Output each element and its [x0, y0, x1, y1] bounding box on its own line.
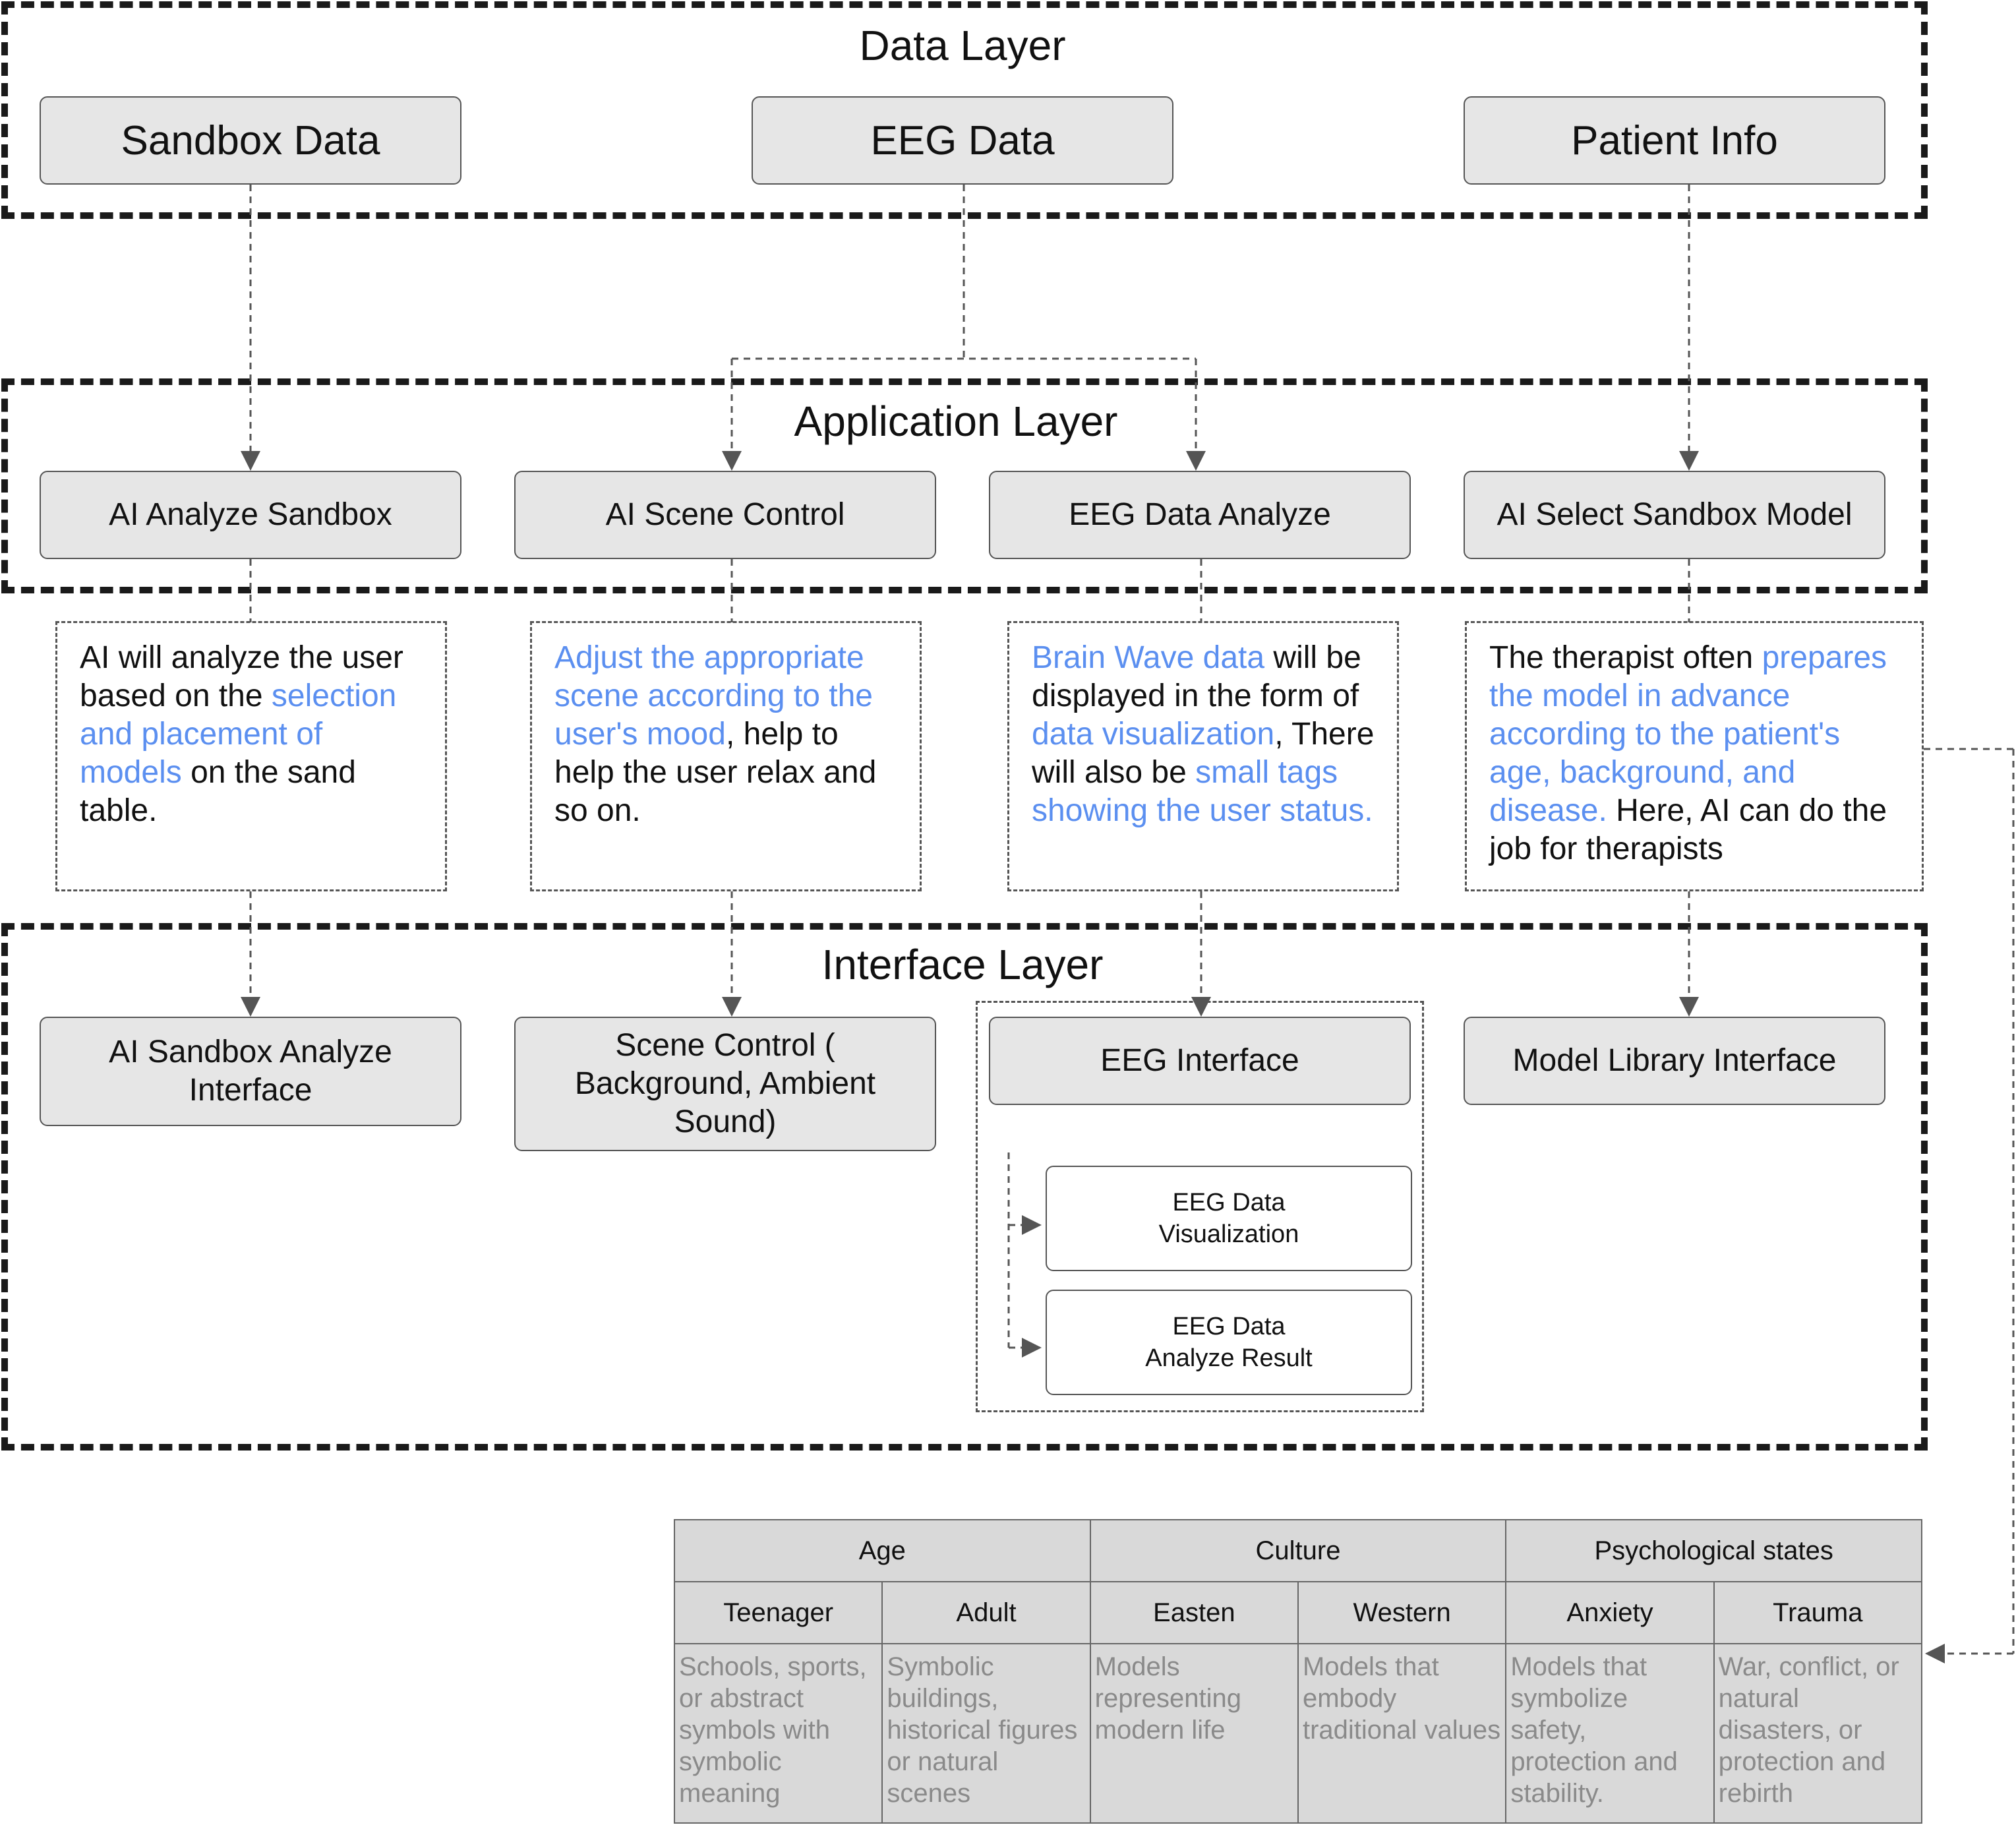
patient-info-box: Patient Info [1464, 96, 1885, 185]
application-layer-frame [1, 378, 1928, 593]
eeg-result-box: EEG Data Analyze Result [1046, 1290, 1412, 1395]
model-note-text-1: The therapist often [1489, 640, 1762, 675]
table-cell: Models that symbolize safety, protection… [1505, 1643, 1715, 1824]
group-culture: Culture [1089, 1519, 1507, 1582]
sandbox-interface-label: AI Sandbox Analyze Interface [109, 1034, 392, 1108]
analyze-note-text: AI will analyze the user based on the [80, 640, 403, 713]
sandbox-interface-box: AI Sandbox Analyze Interface [40, 1017, 461, 1126]
model-library-label: Model Library Interface [1512, 1043, 1837, 1078]
eeg-visualization-box: EEG Data Visualization [1046, 1166, 1412, 1271]
model-note-highlight: prepares the model in advance according … [1489, 640, 1887, 828]
column-header: Trauma [1713, 1581, 1923, 1644]
table-cell: Models that embody traditional values [1297, 1643, 1507, 1824]
scene-control-interface-box: Scene Control ( Background, Ambient Soun… [514, 1017, 936, 1151]
model-note: The therapist often prepares the model i… [1465, 621, 1924, 891]
column-header: Easten [1089, 1581, 1299, 1644]
table-cell: Schools, sports, or abstract symbols wit… [673, 1643, 883, 1824]
table-cell: War, conflict, or natural disasters, or … [1713, 1643, 1923, 1824]
analyze-note-text-end: on the sand table. [80, 755, 356, 828]
eeg-note: Brain Wave data will be displayed in the… [1007, 621, 1399, 891]
eeg-note-text-2: , There will also be [1032, 717, 1375, 790]
model-library-box: Model Library Interface [1464, 1017, 1885, 1105]
table-cell: Models representing modern life [1089, 1643, 1299, 1824]
ai-scene-control-box: AI Scene Control [514, 471, 936, 559]
eeg-visualization-label: EEG Data Visualization [1158, 1189, 1299, 1248]
eeg-data-label: EEG Data [870, 117, 1055, 164]
scene-note: Adjust the appropriate scene according t… [530, 621, 922, 891]
application-layer-title: Application Layer [794, 398, 1118, 445]
sandbox-data-box: Sandbox Data [40, 96, 461, 185]
patient-info-label: Patient Info [1571, 117, 1778, 164]
ai-select-model-box: AI Select Sandbox Model [1464, 471, 1885, 559]
eeg-data-box: EEG Data [752, 96, 1173, 185]
model-note-text-2: Here, AI can do the job for therapists [1489, 793, 1887, 866]
column-header: Anxiety [1505, 1581, 1715, 1644]
column-header: Teenager [673, 1581, 883, 1644]
group-age: Age [674, 1519, 1091, 1582]
eeg-interface-cluster [976, 1001, 1424, 1412]
analyze-note-highlight: selection and placement of models [80, 678, 397, 790]
column-header: Western [1297, 1581, 1507, 1644]
eeg-note-highlight-2: data visualization [1032, 717, 1275, 752]
data-layer-title: Data Layer [859, 22, 1066, 69]
eeg-interface-box: EEG Interface [989, 1017, 1411, 1105]
ai-analyze-sandbox-box: AI Analyze Sandbox [40, 471, 461, 559]
analyze-note: AI will analyze the user based on the se… [55, 621, 447, 891]
eeg-note-highlight-3: small tags showing the user status. [1032, 755, 1373, 828]
group-psychological-states: Psychological states [1505, 1519, 1922, 1582]
eeg-note-highlight-1: Brain Wave data [1032, 640, 1265, 675]
model-category-table: Age Culture Psychological states Teenage… [673, 1519, 1923, 1824]
eeg-interface-label: EEG Interface [1100, 1043, 1299, 1078]
data-layer-frame [1, 1, 1928, 219]
ai-select-model-label: AI Select Sandbox Model [1497, 497, 1853, 532]
eeg-data-analyze-box: EEG Data Analyze [989, 471, 1411, 559]
ai-analyze-sandbox-label: AI Analyze Sandbox [109, 497, 392, 532]
eeg-data-analyze-label: EEG Data Analyze [1069, 497, 1331, 532]
table-cell: Symbolic buildings, historical figures o… [881, 1643, 1091, 1824]
eeg-result-label: EEG Data Analyze Result [1145, 1313, 1313, 1372]
column-header: Adult [881, 1581, 1091, 1644]
scene-note-text: , help to help the user relax and so on. [554, 717, 877, 828]
scene-note-highlight: Adjust the appropriate scene according t… [554, 640, 873, 752]
interface-layer-title: Interface Layer [821, 941, 1104, 988]
sandbox-data-label: Sandbox Data [121, 117, 380, 164]
interface-layer-frame [1, 923, 1928, 1451]
scene-control-interface-label: Scene Control ( Background, Ambient Soun… [574, 1028, 876, 1139]
eeg-note-text-1: will be displayed in the form of [1032, 640, 1361, 713]
ai-scene-control-label: AI Scene Control [605, 497, 845, 532]
